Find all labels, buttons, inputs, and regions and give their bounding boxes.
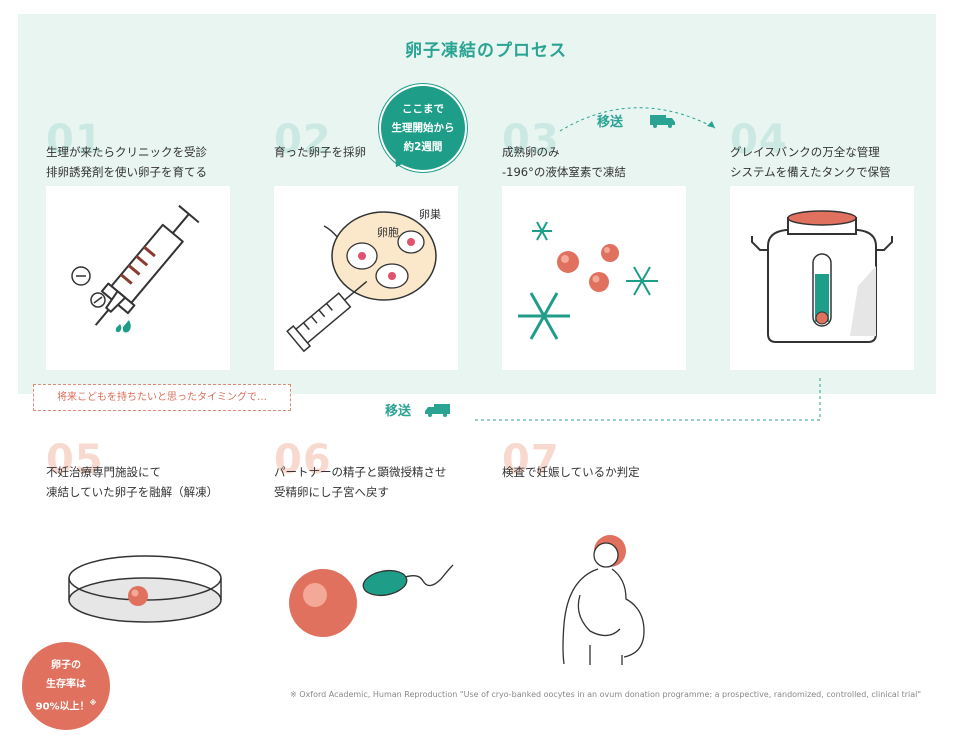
page-title: 卵子凍結のプロセス — [405, 41, 567, 61]
transfer-arc-top — [559, 107, 716, 132]
snowflake-icon — [518, 221, 658, 340]
step-card-01 — [46, 186, 230, 370]
step-number-03: 03 — [502, 117, 560, 163]
step-desc-01: 生理が来たらクリニックを受診排卵誘発剤を使い卵子を育てる — [46, 145, 207, 179]
step-desc-05: 不妊治療専門施設にて凍結していた卵子を融解（解凍） — [46, 465, 219, 499]
step-desc-03: 成熟卵のみ-196°の液体窒素で凍結 — [502, 145, 626, 179]
step-desc-06: パートナーの精子と顕微授精させ受精卵にし子宮へ戻す — [274, 465, 447, 499]
follicle-label: 卵胞 — [377, 226, 399, 239]
sperm-icon — [289, 564, 454, 637]
step-card-04 — [730, 186, 914, 370]
step-card-02: 卵巣 卵胞 — [274, 186, 458, 370]
step-card-03 — [502, 186, 686, 370]
transfer-line-bottom — [475, 378, 821, 421]
truck-icon — [424, 403, 450, 421]
step-number-01: 01 — [46, 117, 104, 163]
ovary-icon: 卵巣 卵胞 — [286, 208, 441, 353]
future-note: 将来こどもを持ちたいと思ったタイミングで… — [33, 384, 291, 411]
survival-rate-bubble: 卵子の 生存率は 90%以上！※ — [22, 642, 110, 730]
transfer-label-top: 移送 — [597, 111, 676, 132]
step-desc-07: 検査で妊娠しているか判定 — [502, 465, 640, 479]
petri-dish-icon — [68, 555, 222, 623]
step-desc-04: グレイスバンクの万全な管理システムを備えたタンクで保管 — [730, 145, 891, 179]
egg-icon — [557, 244, 619, 292]
duration-bubble: ここまで 生理開始から 約2週間 — [379, 84, 467, 172]
step-desc-02: 育った卵子を採卵 — [274, 145, 366, 159]
step-number-07: 07 — [502, 437, 560, 483]
tank-icon — [751, 210, 893, 343]
step-number-05: 05 — [46, 437, 104, 483]
pill-icon — [71, 266, 106, 308]
ovary-label: 卵巣 — [419, 208, 441, 221]
footnote: ※ Oxford Academic, Human Reproduction "U… — [290, 690, 922, 699]
truck-icon — [649, 114, 676, 132]
transfer-label-bottom: 移送 — [385, 400, 450, 421]
step-number-04: 04 — [730, 117, 788, 163]
pregnant-woman-icon — [562, 535, 645, 665]
syringe-icon — [71, 204, 200, 333]
step-number-06: 06 — [274, 437, 332, 483]
step-number-02: 02 — [274, 117, 332, 163]
